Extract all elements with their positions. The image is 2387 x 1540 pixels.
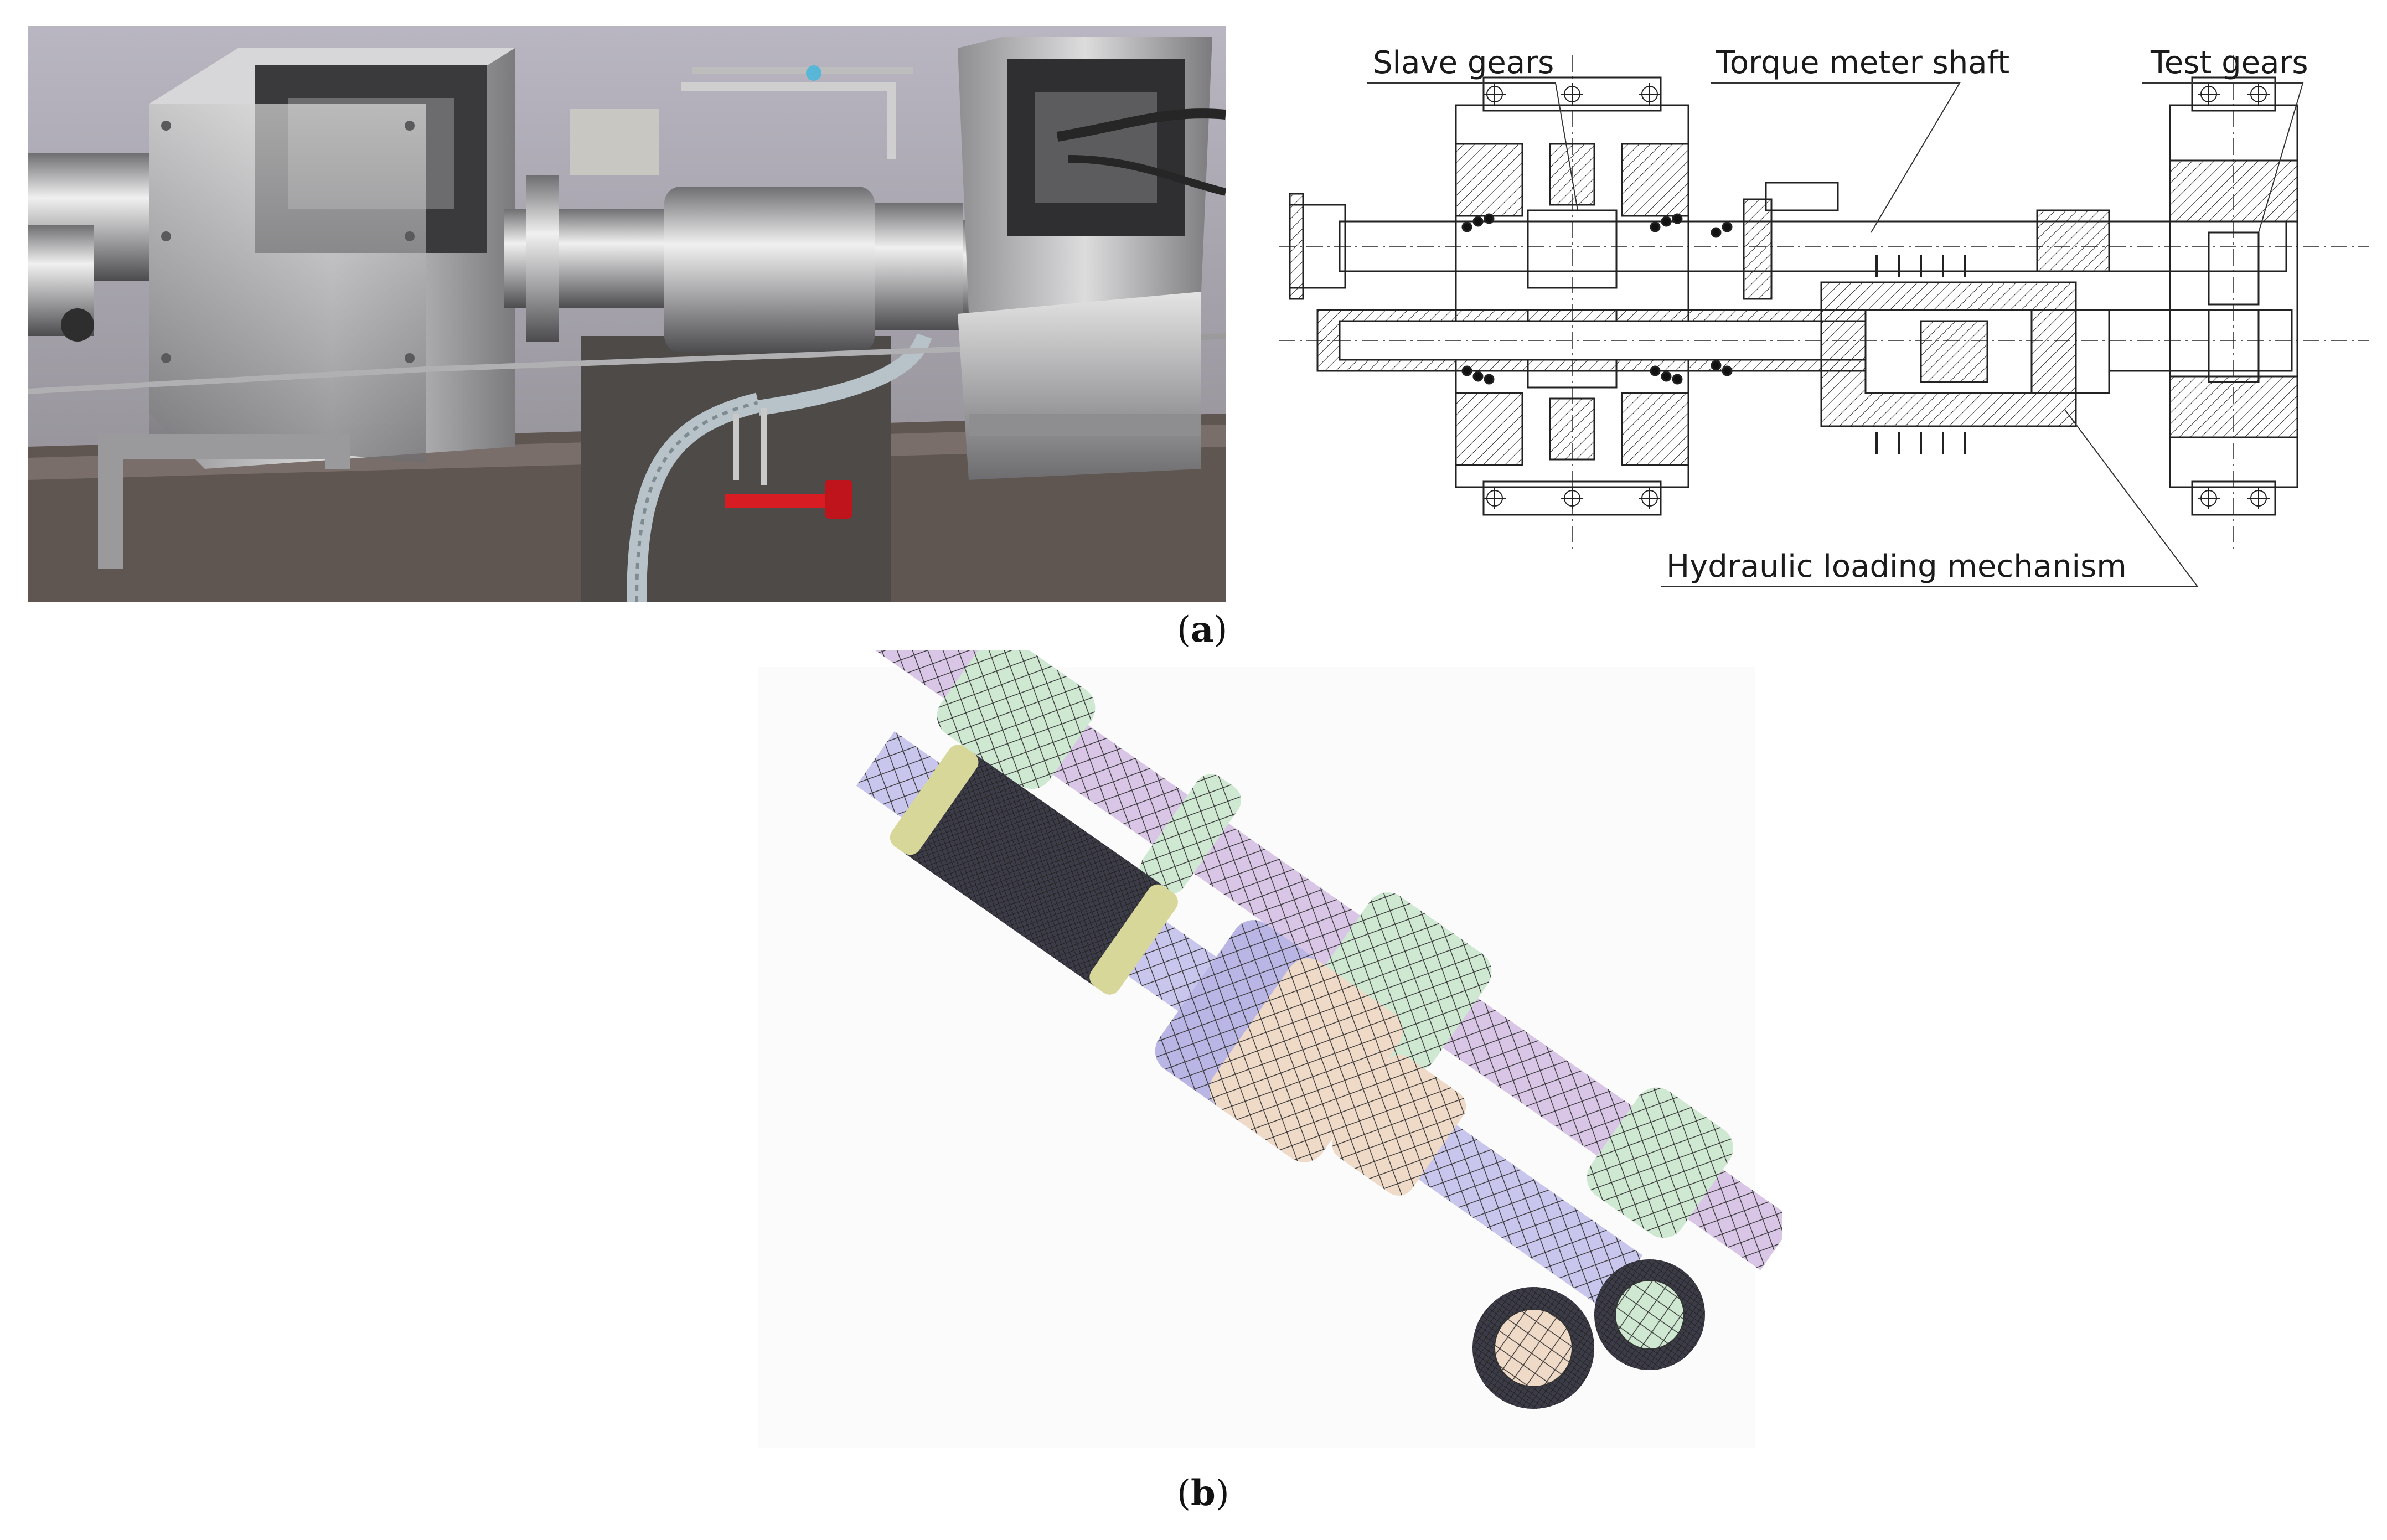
caption-b-close: )	[1215, 1473, 1229, 1514]
rig-cross-section-drawing: Slave gears Torque meter shaft Test gear…	[1268, 22, 2375, 598]
fem-mesh-model	[653, 650, 1782, 1481]
caption-a: (a)	[1177, 609, 1227, 650]
label-hydraulic-loading-mechanism: Hydraulic loading mechanism	[1666, 549, 2127, 585]
label-slave-gears: Slave gears	[1373, 45, 1554, 81]
caption-b: (b)	[1177, 1472, 1229, 1514]
caption-a-close: )	[1213, 609, 1228, 650]
label-test-gears: Test gears	[2150, 45, 2308, 81]
label-torque-meter-shaft: Torque meter shaft	[1716, 45, 2009, 81]
caption-a-letter: a	[1190, 609, 1214, 650]
test-rig-photo	[28, 26, 1226, 602]
caption-b-open: (	[1177, 1473, 1191, 1514]
caption-b-letter: b	[1190, 1472, 1216, 1514]
caption-a-open: (	[1177, 609, 1191, 650]
